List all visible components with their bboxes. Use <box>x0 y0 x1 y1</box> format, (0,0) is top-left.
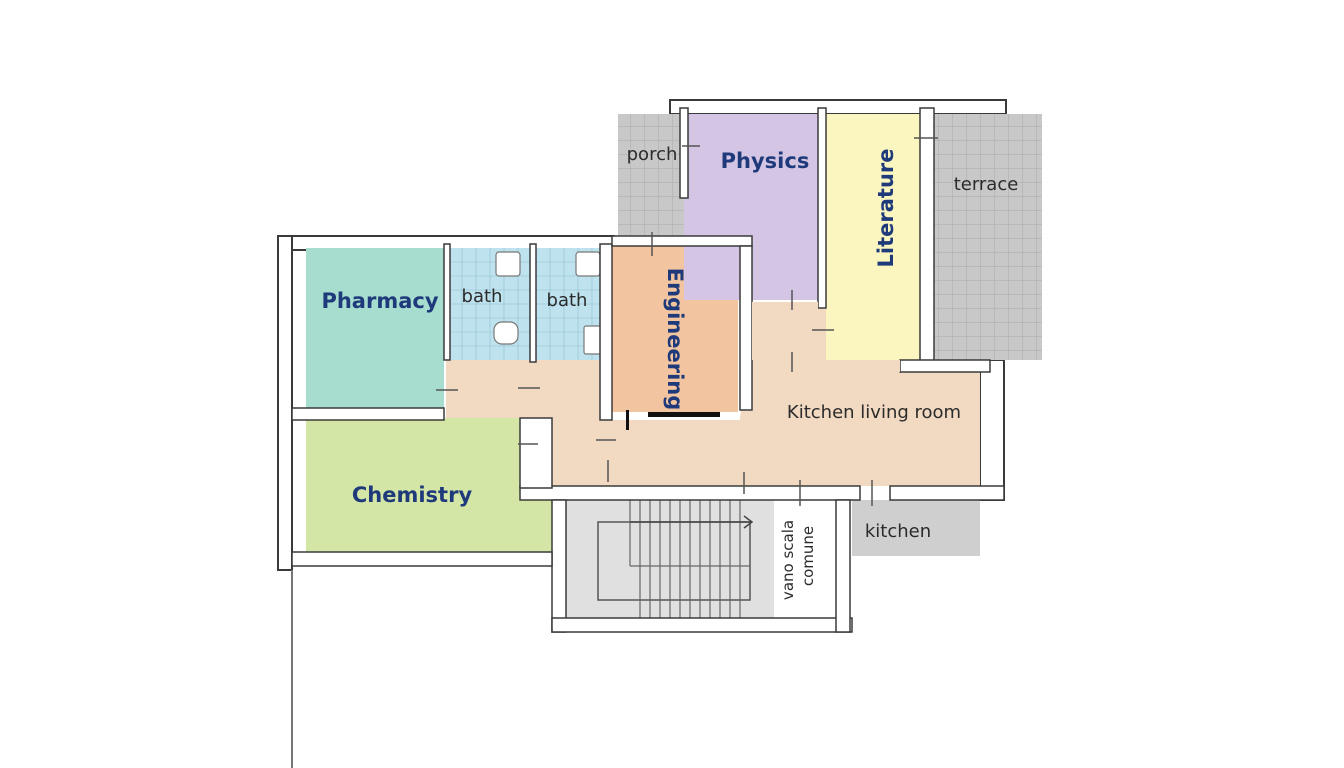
room-literature <box>826 114 920 360</box>
interior-walls <box>291 107 1005 633</box>
label-kitchen: kitchen <box>865 521 931 542</box>
room-terrace <box>934 114 1042 360</box>
room-pharmacy <box>306 248 444 411</box>
room-kitchen <box>852 500 980 556</box>
label-terrace: terrace <box>954 174 1019 195</box>
door-marks <box>436 137 938 506</box>
label-chemistry: Chemistry <box>352 483 473 507</box>
label-bath-2: bath <box>547 290 588 311</box>
label-engineering: Engineering <box>663 268 687 411</box>
room-chemistry <box>306 418 552 552</box>
outer-walls <box>277 99 1007 768</box>
engineering-door-bar <box>648 412 720 417</box>
label-living: Kitchen living room <box>787 402 961 423</box>
stair-treads <box>629 500 750 618</box>
stair-arrow-icon <box>630 515 754 529</box>
engineering-door-post <box>626 410 629 430</box>
label-literature: Literature <box>874 149 898 268</box>
living-connector <box>752 302 818 360</box>
label-comune: comune <box>799 526 817 586</box>
label-pharmacy: Pharmacy <box>321 289 438 313</box>
room-living <box>446 302 980 486</box>
label-physics: Physics <box>721 149 810 173</box>
room-porch <box>618 114 684 240</box>
label-bath-1: bath <box>462 286 503 307</box>
bath-fixtures <box>493 251 603 355</box>
wall-baths <box>529 243 537 363</box>
living-connector-2 <box>826 360 900 372</box>
label-vano-scala: vano scala <box>779 520 797 600</box>
label-porch: porch <box>627 144 678 165</box>
